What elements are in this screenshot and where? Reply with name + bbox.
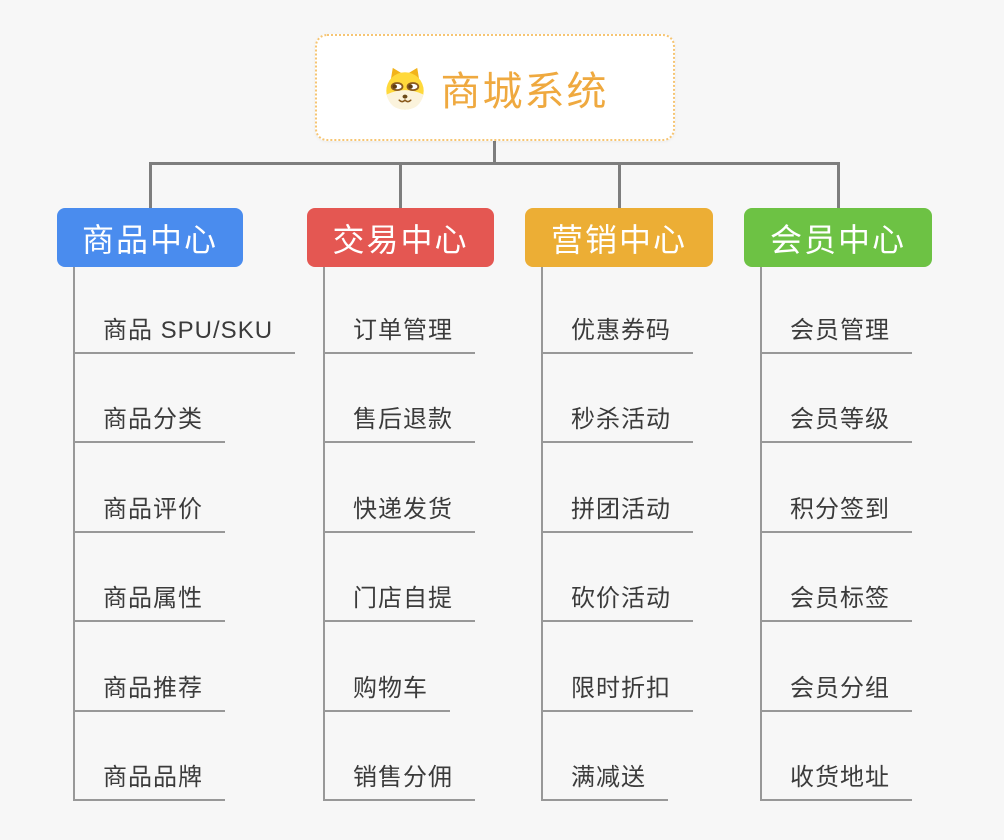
leaf-item[interactable]: 拼团活动 <box>541 493 693 533</box>
connector-root-stub <box>493 140 496 165</box>
leaf-item[interactable]: 商品分类 <box>73 403 225 443</box>
leaf-item[interactable]: 限时折扣 <box>541 672 693 712</box>
leaf-item[interactable]: 砍价活动 <box>541 582 693 622</box>
connector-drop-line <box>617 162 621 209</box>
leaf-item[interactable]: 门店自提 <box>323 582 475 622</box>
connector-drop-line <box>399 162 402 209</box>
leaf-item[interactable]: 收货地址 <box>760 761 912 801</box>
connector-drop-line <box>836 162 840 209</box>
branch-spine-line <box>541 267 543 801</box>
leaf-item[interactable]: 快递发货 <box>323 493 475 533</box>
leaf-item[interactable]: 售后退款 <box>323 403 475 443</box>
leaf-item[interactable]: 商品品牌 <box>73 761 225 801</box>
branch-spine-line <box>760 267 762 801</box>
root-node[interactable]: 商城系统 <box>315 34 675 141</box>
leaf-item[interactable]: 商品属性 <box>73 582 225 622</box>
leaf-item[interactable]: 会员标签 <box>760 582 912 622</box>
root-title: 商城系统 <box>440 69 609 114</box>
leaf-item[interactable]: 购物车 <box>323 672 450 712</box>
dog-face-icon <box>382 65 428 111</box>
leaf-item[interactable]: 商品推荐 <box>73 672 225 712</box>
leaf-item[interactable]: 销售分佣 <box>323 761 475 801</box>
leaf-item[interactable]: 商品 SPU/SKU <box>73 314 296 354</box>
connector-bus-line <box>149 162 839 165</box>
leaf-item[interactable]: 订单管理 <box>323 314 475 354</box>
leaf-item[interactable]: 商品评价 <box>73 493 225 533</box>
branch-spine-line <box>323 267 325 801</box>
branch-header[interactable]: 营销中心 <box>525 208 713 267</box>
leaf-item[interactable]: 优惠券码 <box>541 314 693 354</box>
branch-spine-line <box>73 267 75 801</box>
leaf-item[interactable]: 秒杀活动 <box>541 403 693 443</box>
branch-header[interactable]: 商品中心 <box>57 208 243 267</box>
leaf-item[interactable]: 会员管理 <box>760 314 912 354</box>
leaf-item[interactable]: 积分签到 <box>760 493 912 533</box>
branch-header[interactable]: 会员中心 <box>744 208 932 267</box>
branch-header[interactable]: 交易中心 <box>307 208 494 267</box>
leaf-item[interactable]: 会员分组 <box>760 672 912 712</box>
leaf-item[interactable]: 会员等级 <box>760 403 912 443</box>
leaf-item[interactable]: 满减送 <box>541 761 668 801</box>
connector-drop-line <box>148 162 152 209</box>
